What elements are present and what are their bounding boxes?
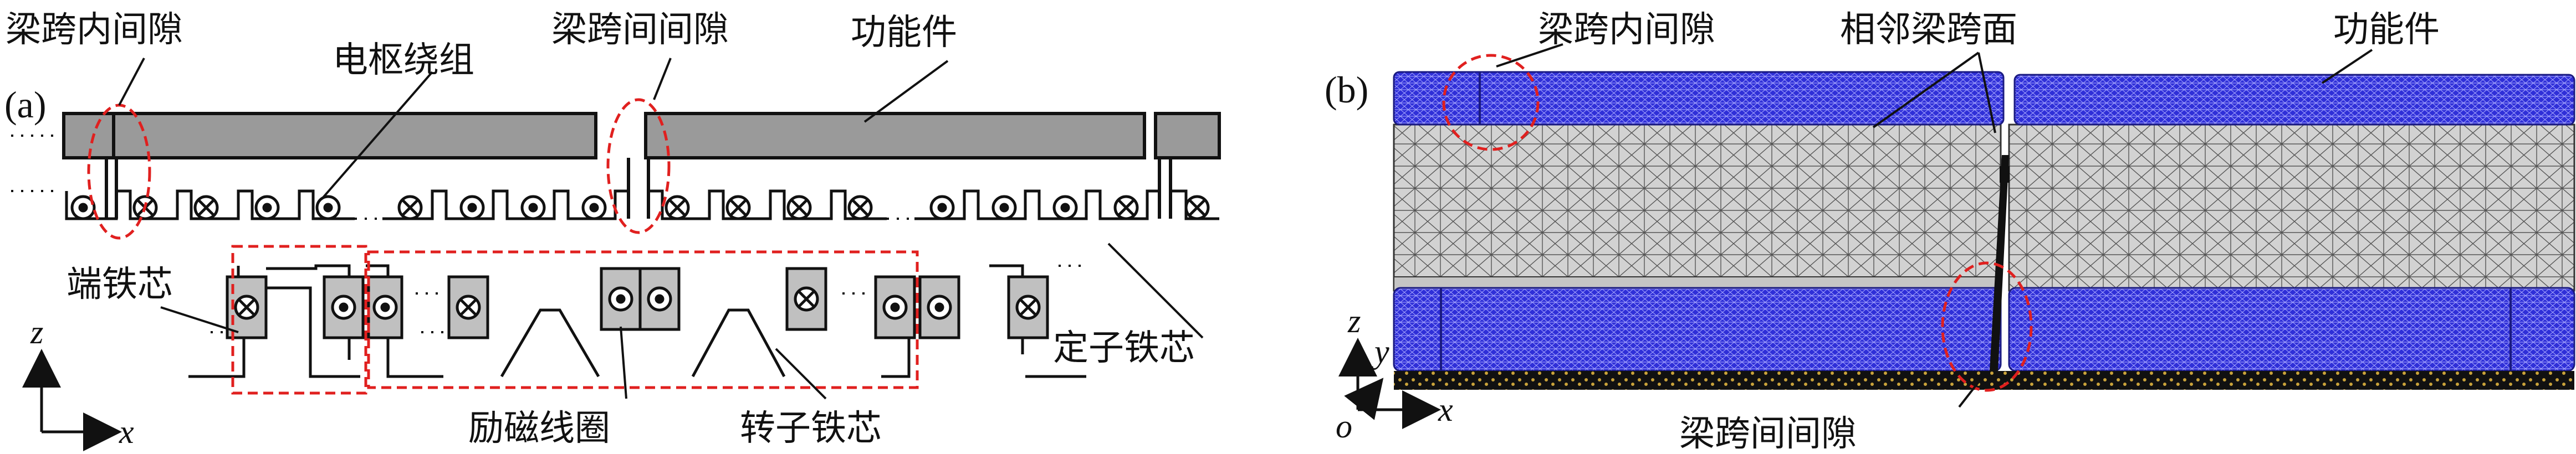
label-gap-within-span-b: 梁跨内间隙: [1538, 9, 1715, 50]
axis-x-a: x: [119, 414, 134, 450]
axes-b: [1338, 338, 1441, 429]
functional-part-bar-4: [1154, 112, 1221, 159]
axis-y-b: y: [1371, 333, 1389, 370]
annotations-a: [87, 98, 919, 395]
span-gap-bar: [1990, 155, 2009, 371]
rotor-mesh-strip: [1394, 371, 2574, 390]
label-rotor-core: 转子铁芯: [740, 408, 882, 449]
stator-mesh-right: [2008, 123, 2575, 292]
panel-b: (b) 梁跨内间隙: [1325, 9, 2575, 454]
leaders-b: [1496, 43, 2373, 408]
label-end-core: 端铁芯: [67, 264, 173, 305]
axis-z-b: z: [1347, 303, 1361, 339]
panel-b-tag: (b): [1325, 69, 1368, 111]
functional-part-bar-2: [112, 112, 597, 159]
functional-part-mesh-bottom-right: [2008, 287, 2575, 372]
functional-part-mesh-top-left: [1393, 71, 2005, 126]
functional-part-mesh-bottom-left: [1393, 287, 2002, 372]
axis-z-a: z: [30, 314, 43, 350]
axes-a: [22, 349, 122, 451]
label-gap-between-spans-b: 梁跨间间隙: [1679, 414, 1857, 454]
label-functional-part-b: 功能件: [2333, 9, 2440, 50]
label-stator-core: 定子铁芯: [1053, 328, 1195, 369]
leaders-a: [118, 58, 1204, 400]
label-gap-within-span-a: 梁跨内间隙: [6, 9, 183, 50]
functional-part-mesh-top-right: [2013, 74, 2575, 126]
label-gap-between-spans-a: 梁跨间间隙: [551, 9, 729, 50]
panel-a-tag: (a): [4, 84, 46, 126]
stator-core-outline: [65, 189, 1219, 220]
annotations-b: [1442, 54, 2033, 392]
label-field-coil: 励磁线圈: [468, 408, 610, 449]
label-adjacent-span-face: 相邻梁跨面: [1840, 9, 2017, 50]
functional-part-bar-3: [644, 112, 1146, 159]
label-functional-part-a: 功能件: [851, 12, 957, 53]
stator-mesh-left: [1393, 123, 2002, 292]
label-armature-winding: 电枢绕组: [333, 40, 474, 81]
panel-a: (a): [4, 9, 1221, 451]
armature-coils: [70, 195, 1210, 220]
axis-x-b: x: [1438, 391, 1453, 428]
axis-origin-b: o: [1336, 408, 1352, 445]
